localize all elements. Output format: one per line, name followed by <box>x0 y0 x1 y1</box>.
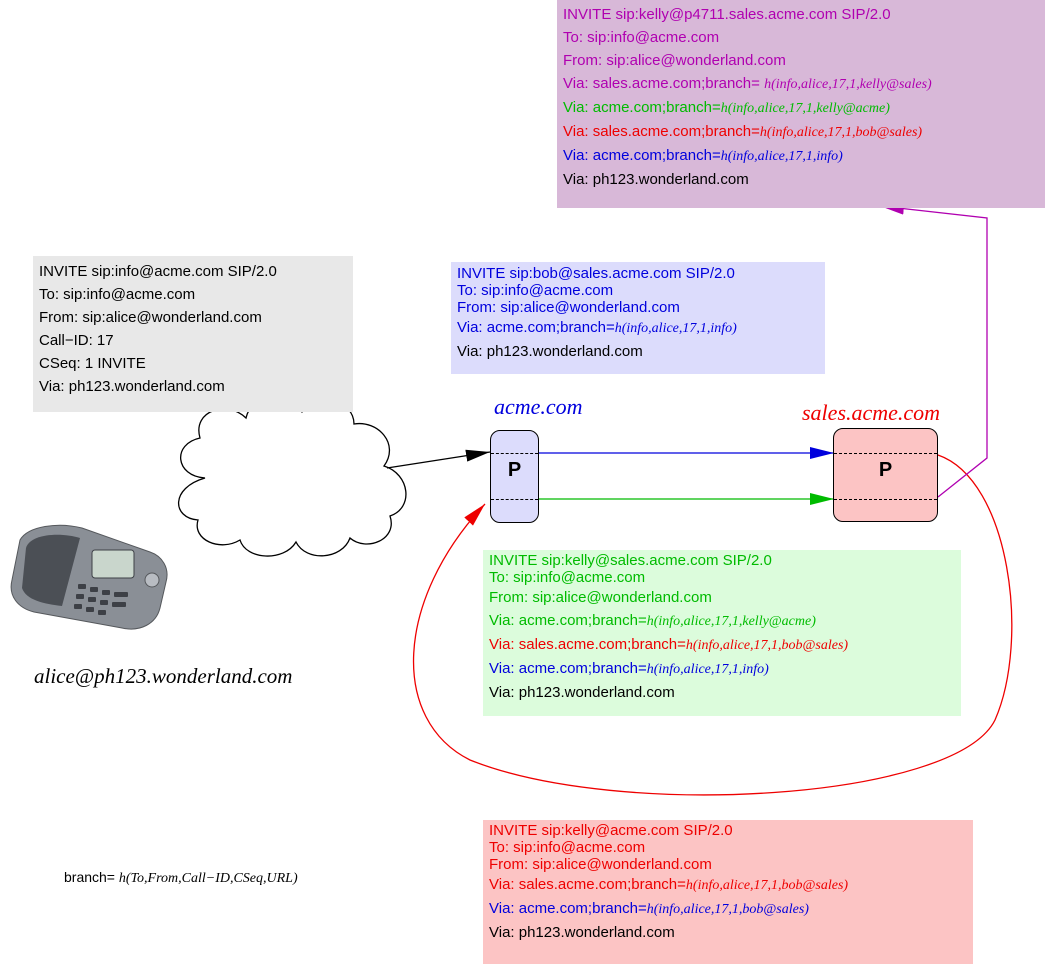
header-text: To: sip:info@acme.com <box>39 286 196 303</box>
header-text: To: sip:info@acme.com <box>489 569 646 586</box>
header-text: Via: sales.acme.com;branch= <box>489 636 686 653</box>
branch-hash: h(info,alice,17,1,info) <box>646 662 769 677</box>
header-text: INVITE sip:info@acme.com SIP/2.0 <box>39 263 277 280</box>
header-line: Via: acme.com;branch=h(info,alice,17,1,k… <box>489 609 955 633</box>
branch-formula-prefix: branch= <box>64 869 119 885</box>
header-line: INVITE sip:bob@sales.acme.com SIP/2.0 <box>457 265 819 282</box>
branch-hash: h(info,alice,17,1,bob@sales) <box>685 638 849 653</box>
header-line: To: sip:info@acme.com <box>39 283 347 306</box>
header-text: Via: acme.com;branch= <box>563 147 721 164</box>
header-text: From: sip:alice@wonderland.com <box>489 589 712 606</box>
branch-hash: h(info,alice,17,1,kelly@acme) <box>720 101 890 116</box>
header-text: To: sip:info@acme.com <box>563 29 720 46</box>
header-line: Via: acme.com;branch=h(info,alice,17,1,k… <box>563 96 1039 120</box>
proxy-acme[interactable]: P <box>490 430 539 523</box>
header-line: Via: ph123.wonderland.com <box>489 681 955 704</box>
header-line: To: sip:info@acme.com <box>489 569 955 586</box>
header-text: CSeq: 1 INVITE <box>39 355 146 372</box>
header-line: Via: acme.com;branch=h(info,alice,17,1,i… <box>563 144 1039 168</box>
header-line: To: sip:info@acme.com <box>457 282 819 299</box>
header-text: INVITE sip:kelly@acme.com SIP/2.0 <box>489 822 733 839</box>
proxy-acme-label: P <box>507 459 522 481</box>
header-line: Via: ph123.wonderland.com <box>39 375 347 398</box>
label-acme: acme.com <box>494 394 583 419</box>
proxy-sales-label: P <box>878 459 893 481</box>
header-text: Via: sales.acme.com;branch= <box>563 123 760 140</box>
branch-hash: h(info,alice,17,1,bob@sales) <box>759 125 923 140</box>
header-text: Via: acme.com;branch= <box>457 319 615 336</box>
invite-box-kelly-p4711: INVITE sip:kelly@p4711.sales.acme.com SI… <box>557 0 1045 208</box>
header-text: To: sip:info@acme.com <box>489 839 646 856</box>
label-sales: sales.acme.com <box>802 400 941 425</box>
header-text: Via: sales.acme.com;branch= <box>489 876 686 893</box>
header-line: Via: sales.acme.com;branch=h(info,alice,… <box>489 873 967 897</box>
header-text: Via: ph123.wonderland.com <box>489 924 675 941</box>
header-line: INVITE sip:kelly@acme.com SIP/2.0 <box>489 822 967 839</box>
header-text: From: sip:alice@wonderland.com <box>489 856 712 873</box>
header-text: Via: acme.com;branch= <box>489 612 647 629</box>
header-line: To: sip:info@acme.com <box>489 839 967 856</box>
branch-hash: h(info,alice,17,1,kelly@acme) <box>646 614 816 629</box>
branch-hash: h(info,alice,17,1,kelly@sales) <box>764 77 932 92</box>
branch-formula-expression: h(To,From,Call−ID,CSeq,URL) <box>118 871 298 886</box>
branch-hash: h(info,alice,17,1,bob@sales) <box>646 902 809 917</box>
proxy-sales[interactable]: P <box>833 428 938 522</box>
header-text: Via: ph123.wonderland.com <box>563 171 749 188</box>
header-text: Via: ph123.wonderland.com <box>457 343 643 360</box>
header-text: INVITE sip:kelly@sales.acme.com SIP/2.0 <box>489 552 772 569</box>
header-text: Via: acme.com;branch= <box>563 99 721 116</box>
header-line: Via: sales.acme.com;branch=h(info,alice,… <box>489 633 955 657</box>
branch-hash: h(info,alice,17,1,bob@sales) <box>685 878 849 893</box>
branch-formula: branch= h(To,From,Call−ID,CSeq,URL) <box>64 869 298 887</box>
header-line: Via: acme.com;branch=h(info,alice,17,1,i… <box>489 657 955 681</box>
header-line: From: sip:alice@wonderland.com <box>489 586 955 609</box>
header-line: Call−ID: 17 <box>39 329 347 352</box>
arrow-cloud-to-acme <box>386 449 491 469</box>
header-line: To: sip:info@acme.com <box>563 26 1039 49</box>
header-text: Via: sales.acme.com;branch= <box>563 75 765 92</box>
header-line: From: sip:alice@wonderland.com <box>563 49 1039 72</box>
header-line: INVITE sip:kelly@sales.acme.com SIP/2.0 <box>489 552 955 569</box>
cloud-icon <box>177 396 407 557</box>
header-line: Via: acme.com;branch=h(info,alice,17,1,b… <box>489 897 967 921</box>
branch-hash: h(info,alice,17,1,info) <box>614 321 737 336</box>
header-line: CSeq: 1 INVITE <box>39 352 347 375</box>
header-line: Via: ph123.wonderland.com <box>563 168 1039 191</box>
header-text: From: sip:alice@wonderland.com <box>563 52 786 69</box>
label-alice: alice@ph123.wonderland.com <box>34 664 293 688</box>
header-line: Via: ph123.wonderland.com <box>489 921 967 944</box>
header-line: Via: acme.com;branch=h(info,alice,17,1,i… <box>457 316 819 340</box>
header-text: INVITE sip:kelly@p4711.sales.acme.com SI… <box>563 6 891 23</box>
branch-hash: h(info,alice,17,1,info) <box>720 149 843 164</box>
header-line: INVITE sip:kelly@p4711.sales.acme.com SI… <box>563 3 1039 26</box>
header-text: To: sip:info@acme.com <box>457 282 614 299</box>
header-text: Via: ph123.wonderland.com <box>489 684 675 701</box>
header-text: From: sip:alice@wonderland.com <box>39 309 262 326</box>
desk-phone-icon <box>10 524 168 630</box>
arrow-sales-to-kelly-purple <box>879 202 988 498</box>
header-text: INVITE sip:bob@sales.acme.com SIP/2.0 <box>457 265 735 282</box>
header-line: From: sip:alice@wonderland.com <box>457 299 819 316</box>
header-text: Via: acme.com;branch= <box>489 660 647 677</box>
header-line: From: sip:alice@wonderland.com <box>39 306 347 329</box>
header-line: Via: sales.acme.com;branch= h(info,alice… <box>563 72 1039 96</box>
header-line: From: sip:alice@wonderland.com <box>489 856 967 873</box>
header-line: Via: sales.acme.com;branch=h(info,alice,… <box>563 120 1039 144</box>
arrow-sales-to-acme-red <box>412 454 1013 796</box>
header-line: Via: ph123.wonderland.com <box>457 340 819 363</box>
header-text: From: sip:alice@wonderland.com <box>457 299 680 316</box>
header-text: Via: ph123.wonderland.com <box>39 378 225 395</box>
header-text: Call−ID: 17 <box>39 332 114 349</box>
header-text: Via: acme.com;branch= <box>489 900 647 917</box>
header-line: INVITE sip:info@acme.com SIP/2.0 <box>39 260 347 283</box>
